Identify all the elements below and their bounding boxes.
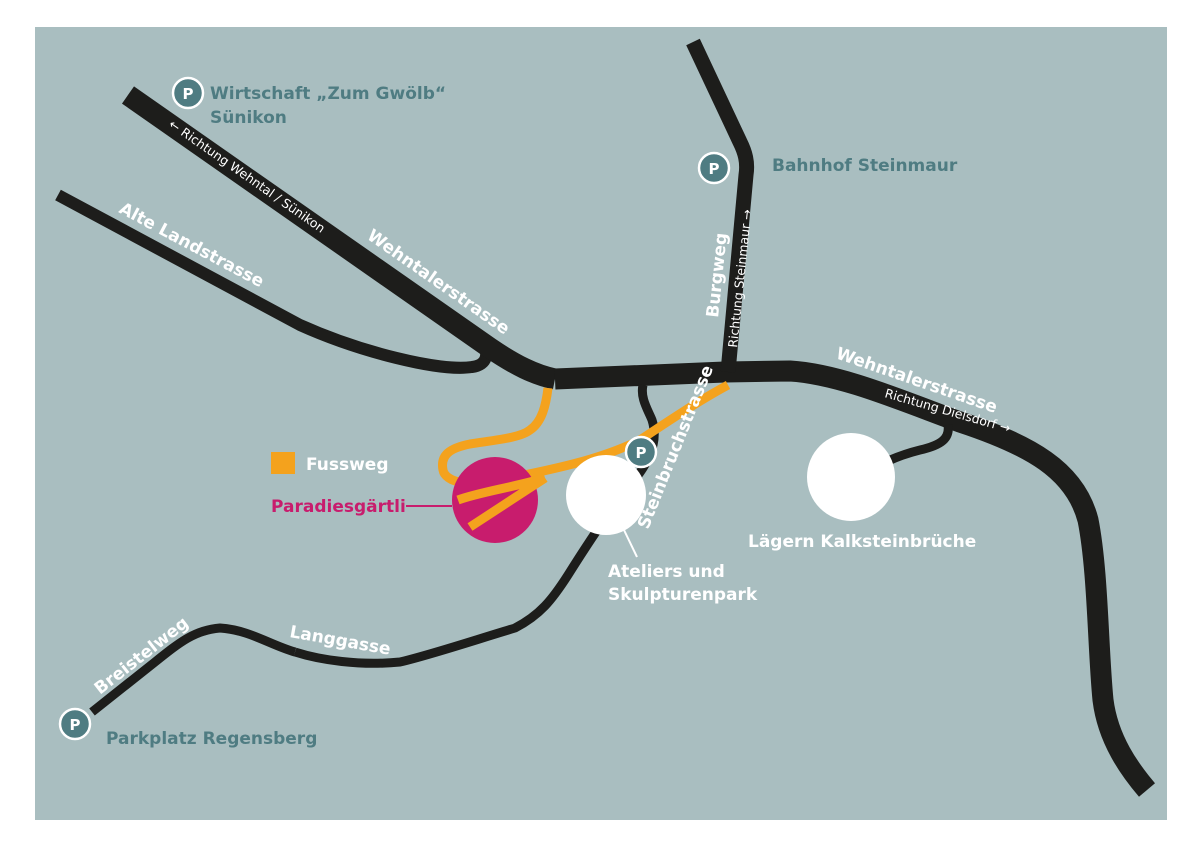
ateliers-area [566,455,646,535]
parking-icon-letter: P [70,716,81,734]
parking-regensberg: P [58,707,92,741]
parking-icon [58,707,92,741]
ateliers-label-line1: Ateliers und [608,562,725,582]
paradiesgaertli-label: Paradiesgärtli [271,497,406,517]
parking-icon [697,151,731,185]
parking-icon-letter: P [709,160,720,178]
road-wehntalerstrasse-west [121,86,558,390]
parking-wirtschaft-label-line2: Sünikon [210,108,287,128]
ateliers-label-line2: Skulpturenpark [608,585,758,605]
road-langgasse-breistelweg [89,623,297,716]
footpath-over-paradies [456,473,548,531]
legend-fussweg-swatch [271,452,295,474]
parking-icon [171,76,205,110]
legend-fussweg-label: Fussweg [306,455,389,475]
parking-icon [624,435,658,469]
parking-wirtschaft-label-line1: Wirtschaft „Zum Gwölb“ [210,84,446,104]
ateliers-leader [623,529,638,558]
parking-steinbruch: P [624,435,658,469]
parking-icon-letter: P [183,85,194,103]
road-wehntalerstrasse [554,360,1156,797]
parking-icon-letter: P [636,444,647,462]
parking-bahnhof: P [697,151,731,185]
road-burgweg [686,38,755,373]
laegern-label: Lägern Kalksteinbrüche [748,532,976,552]
laegern-area [807,433,895,521]
parking-wirtschaft: P [171,76,205,110]
parking-bahnhof-label: Bahnhof Steinmaur [772,156,958,176]
parking-regensberg-label: Parkplatz Regensberg [106,729,317,749]
